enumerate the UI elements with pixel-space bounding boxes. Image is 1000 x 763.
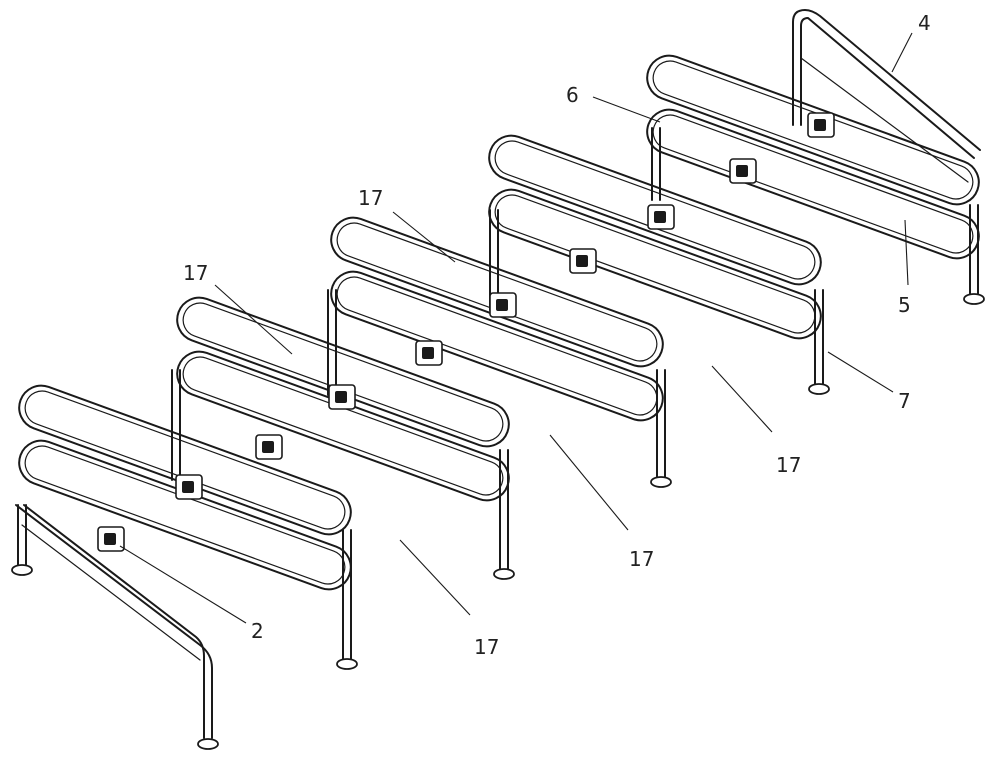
- label-part-2: 2: [251, 619, 264, 643]
- label-part-6: 6: [566, 83, 579, 107]
- clamp: [807, 112, 835, 138]
- oval-unit-2: [171, 296, 510, 571]
- clamps: [97, 112, 835, 552]
- clamp-2: [97, 526, 125, 552]
- base-feet: [11, 293, 985, 750]
- clamp: [328, 384, 356, 410]
- label-gap-5: 17: [474, 635, 499, 659]
- clamp: [569, 248, 597, 274]
- clamp: [415, 340, 443, 366]
- reference-numerals: 4 6 5 7 2 17 17 17 17 17: [183, 11, 931, 659]
- clamp: [255, 434, 283, 460]
- oval-unit-5: [646, 54, 980, 296]
- label-gap-1: 17: [358, 186, 383, 210]
- oval-unit-4: [488, 134, 824, 386]
- clamp: [175, 474, 203, 500]
- label-part-7: 7: [898, 389, 911, 413]
- leader-lines: [119, 32, 913, 624]
- clamp: [647, 204, 675, 230]
- label-part-4: 4: [918, 11, 931, 35]
- label-part-5: 5: [898, 293, 911, 317]
- label-gap-4: 17: [629, 547, 654, 571]
- oval-unit-1: [18, 384, 352, 661]
- right-end-frame: [792, 9, 981, 183]
- label-gap-3: 17: [776, 453, 801, 477]
- label-gap-2: 17: [183, 261, 208, 285]
- clamp: [729, 158, 757, 184]
- left-end-frame: [15, 504, 213, 739]
- clamp: [489, 292, 517, 318]
